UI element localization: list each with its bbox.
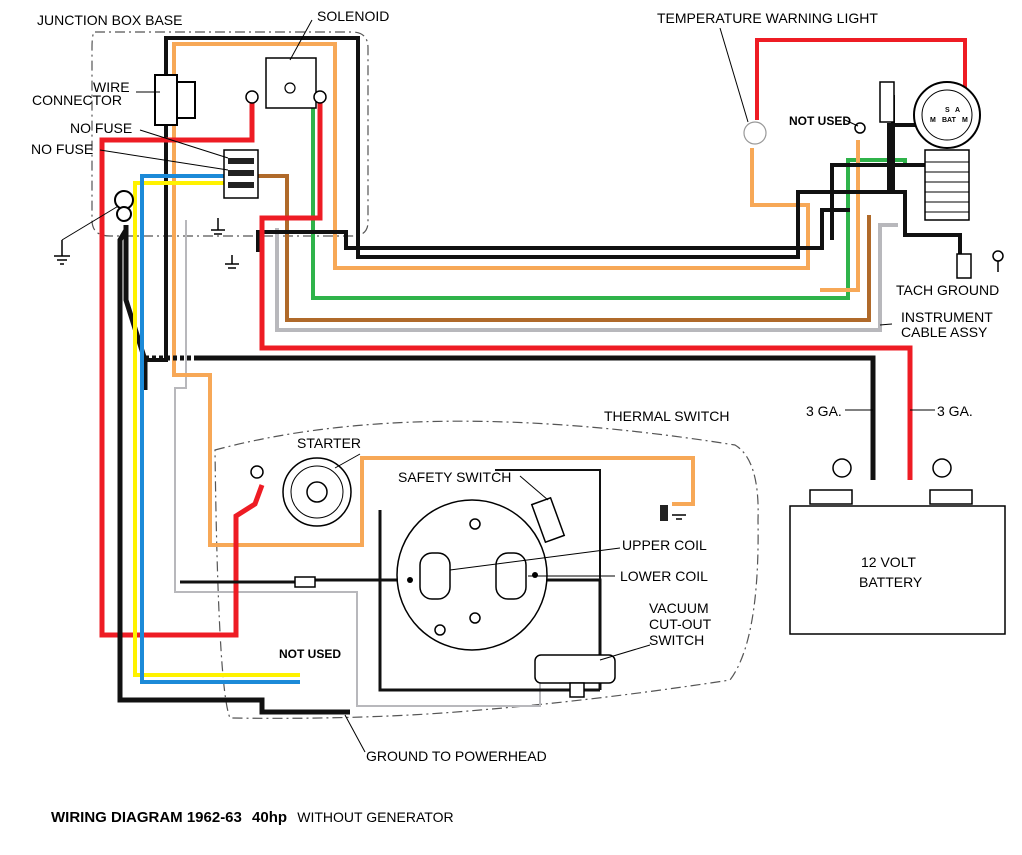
safety-switch-label: SAFETY SWITCH xyxy=(398,469,511,485)
not-used-bottom-label: NOT USED xyxy=(279,647,341,661)
wire-blue xyxy=(140,174,300,684)
diagram-title-suffix: WITHOUT GENERATOR xyxy=(297,809,453,825)
safety-switch-icon xyxy=(530,496,566,544)
vacuum-label-3: SWITCH xyxy=(649,632,704,648)
no-fuse-label-1: NO FUSE xyxy=(70,120,132,136)
wire-red-ignition xyxy=(755,38,967,120)
solenoid-label: SOLENOID xyxy=(317,8,389,24)
ground-symbol xyxy=(54,204,239,269)
wire-connector-label-2: CONNECTOR xyxy=(32,92,122,108)
ignition-a-label: A xyxy=(955,107,960,114)
wire-connector-label-1: WIRE xyxy=(93,79,130,95)
wire-yellow xyxy=(133,181,300,677)
wire-orange xyxy=(172,42,810,547)
wire-black-coil-2 xyxy=(495,469,601,580)
vacuum-switch-icon xyxy=(534,654,616,698)
wire-black-3 xyxy=(830,163,930,240)
gauge-left-label: 3 GA. xyxy=(806,403,842,419)
vacuum-label-1: VACUUM xyxy=(649,600,709,616)
instrument-cable-label-1: INSTRUMENT xyxy=(901,309,993,325)
wire-red-fuse xyxy=(99,100,265,638)
wire-red-main xyxy=(259,100,913,480)
no-fuse-label-2: NO FUSE xyxy=(31,141,93,157)
wire-black-2 xyxy=(256,208,850,252)
wire-orange-thermal xyxy=(820,140,860,292)
junction-box-outline xyxy=(91,31,369,237)
ignition-s-label: S xyxy=(945,107,950,114)
temperature-warning-light-icon xyxy=(743,121,767,145)
coil-plate xyxy=(396,499,548,651)
junction-box-base-label: JUNCTION BOX BASE xyxy=(37,12,182,28)
vacuum-label-2: CUT-OUT xyxy=(649,616,712,632)
starter-motor-icon xyxy=(250,457,352,527)
wire-black-battery xyxy=(198,355,876,480)
instrument-cable-label-2: CABLE ASSY xyxy=(901,324,988,340)
wire-brown xyxy=(254,174,871,322)
not-used-top-label: NOT USED xyxy=(789,114,851,128)
battery-label-2: BATTERY xyxy=(859,574,923,590)
thermal-switch-icon xyxy=(660,505,686,521)
powerhead-outline xyxy=(214,420,759,719)
wire-connector xyxy=(154,74,196,126)
diagram-title-main: WIRING DIAGRAM 1962-63 xyxy=(51,809,242,826)
upper-coil-label: UPPER COIL xyxy=(622,537,707,553)
gauge-right-label: 3 GA. xyxy=(937,403,973,419)
leader-lines xyxy=(99,19,935,753)
diagram-title: WIRING DIAGRAM 1962-63 40hp WITHOUT GENE… xyxy=(51,809,454,826)
wire-black-ign xyxy=(891,95,962,258)
ignition-m-right-label: M xyxy=(962,117,968,124)
temperature-warning-light-label: TEMPERATURE WARNING LIGHT xyxy=(657,10,878,26)
battery-icon xyxy=(789,458,1006,635)
wire-gray-2 xyxy=(174,220,541,707)
ignition-bat-label: BAT xyxy=(942,117,957,124)
not-used-terminal-icon xyxy=(854,122,866,134)
diagram-title-hp: 40hp xyxy=(252,809,287,826)
tach-ground-label: TACH GROUND xyxy=(896,282,999,298)
wire-gray xyxy=(275,223,898,332)
starter-label: STARTER xyxy=(297,435,361,451)
battery-post-terminal xyxy=(114,190,134,222)
fuse-block xyxy=(223,149,259,199)
inline-connector xyxy=(294,576,316,588)
ignition-switch-icon xyxy=(879,81,981,221)
solenoid-body xyxy=(245,57,327,109)
ignition-m-left-label: M xyxy=(930,117,936,124)
wire-black xyxy=(140,36,922,362)
thermal-switch-label: THERMAL SWITCH xyxy=(604,408,729,424)
battery-label-1: 12 VOLT xyxy=(861,554,916,570)
lower-coil-label: LOWER COIL xyxy=(620,568,708,584)
ground-to-powerhead-label: GROUND TO POWERHEAD xyxy=(366,748,547,764)
tach-ground-icon xyxy=(956,250,1004,279)
